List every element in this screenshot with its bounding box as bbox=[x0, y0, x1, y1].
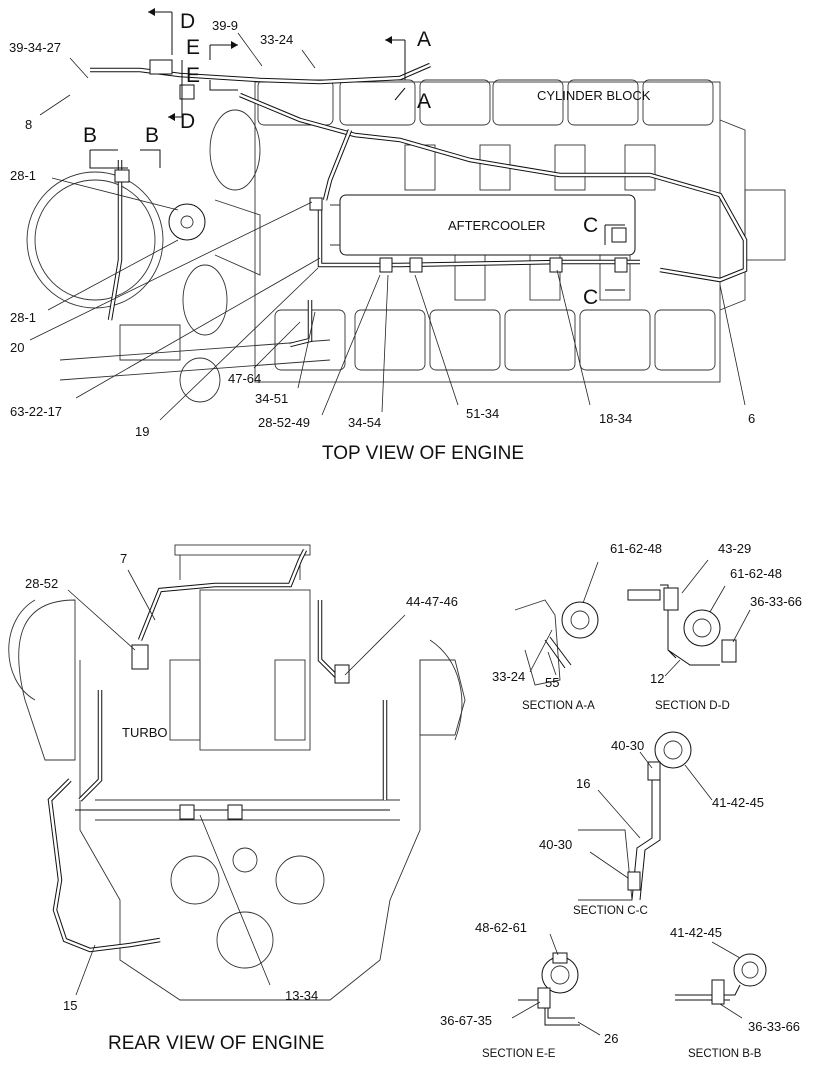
callout-6: 6 bbox=[748, 411, 755, 426]
top-view-title: TOP VIEW OF ENGINE bbox=[322, 443, 524, 464]
callout-8: 8 bbox=[25, 117, 32, 132]
cylinder-block-label: CYLINDER BLOCK bbox=[537, 88, 651, 103]
callout-41-42-45-section-c: 41-42-45 bbox=[712, 795, 764, 810]
callout-20: 20 bbox=[10, 340, 24, 355]
rear-view-leader-lines bbox=[67, 569, 406, 996]
mark-d-bottom: D bbox=[180, 110, 195, 133]
mark-c-top: C bbox=[583, 214, 598, 237]
callout-33-24-top: 33-24 bbox=[260, 32, 293, 47]
mark-a-top: A bbox=[417, 28, 431, 51]
callout-55-section-a: 55 bbox=[545, 675, 559, 690]
rear-view-title: REAR VIEW OF ENGINE bbox=[108, 1033, 324, 1054]
section-d-d-drawing bbox=[627, 559, 751, 677]
section-e-e-title: SECTION E-E bbox=[482, 1048, 556, 1060]
mark-c-bottom: C bbox=[583, 286, 598, 309]
mark-b-right: B bbox=[145, 124, 159, 147]
callout-12-section-d: 12 bbox=[650, 671, 664, 686]
section-d-d-title: SECTION D-D bbox=[655, 700, 730, 712]
top-view-leader-lines bbox=[29, 32, 746, 421]
turbo-label: TURBO bbox=[122, 725, 168, 740]
callout-34-51: 34-51 bbox=[255, 391, 288, 406]
callout-61-62-48-section-a: 61-62-48 bbox=[610, 541, 662, 556]
section-a-a-drawing bbox=[514, 561, 599, 686]
mark-a-bottom: A bbox=[417, 90, 431, 113]
mark-e-top: E bbox=[186, 36, 200, 59]
section-c-c-drawing bbox=[578, 731, 713, 901]
section-markers bbox=[89, 8, 625, 291]
callout-61-62-48-section-d: 61-62-48 bbox=[730, 566, 782, 581]
callout-28-1-lower: 28-1 bbox=[10, 310, 36, 325]
callout-63-22-17: 63-22-17 bbox=[10, 404, 62, 419]
section-e-e-drawing bbox=[511, 933, 601, 1036]
callout-28-52-49: 28-52-49 bbox=[258, 415, 310, 430]
callout-36-33-66-section-d: 36-33-66 bbox=[750, 594, 802, 609]
mark-d-top: D bbox=[180, 10, 195, 33]
callout-36-33-66-section-b: 36-33-66 bbox=[748, 1019, 800, 1034]
callout-36-67-35-section-e: 36-67-35 bbox=[440, 1013, 492, 1028]
callout-33-24-section-a: 33-24 bbox=[492, 669, 525, 684]
callout-13-34: 13-34 bbox=[285, 988, 318, 1003]
section-c-c-title: SECTION C-C bbox=[573, 905, 648, 917]
mark-b-left: B bbox=[83, 124, 97, 147]
callout-19: 19 bbox=[135, 424, 149, 439]
callout-40-30-section-c-lower: 40-30 bbox=[539, 837, 572, 852]
callout-51-34: 51-34 bbox=[466, 406, 499, 421]
callout-18-34: 18-34 bbox=[599, 411, 632, 426]
mark-e-bottom: E bbox=[186, 64, 200, 87]
callout-40-30-section-c-upper: 40-30 bbox=[611, 738, 644, 753]
callout-48-62-61-section-e: 48-62-61 bbox=[475, 920, 527, 935]
callout-28-52: 28-52 bbox=[25, 576, 58, 591]
section-a-a-title: SECTION A-A bbox=[522, 700, 595, 712]
section-b-b-title: SECTION B-B bbox=[688, 1048, 762, 1060]
callout-43-29-section-d: 43-29 bbox=[718, 541, 751, 556]
callout-26-section-e: 26 bbox=[604, 1031, 618, 1046]
callout-47-64: 47-64 bbox=[228, 371, 261, 386]
callout-28-1-upper: 28-1 bbox=[10, 168, 36, 183]
callout-7: 7 bbox=[120, 551, 127, 566]
callout-39-34-27: 39-34-27 bbox=[9, 40, 61, 55]
callout-34-54: 34-54 bbox=[348, 415, 381, 430]
callout-39-9: 39-9 bbox=[212, 18, 238, 33]
callout-41-42-45-section-b: 41-42-45 bbox=[670, 925, 722, 940]
callout-15: 15 bbox=[63, 998, 77, 1013]
top-view-engine-drawing bbox=[26, 59, 786, 403]
rear-view-engine-drawing bbox=[8, 544, 466, 1001]
aftercooler-label: AFTERCOOLER bbox=[448, 218, 546, 233]
callout-16-section-c: 16 bbox=[576, 776, 590, 791]
callout-44-47-46: 44-47-46 bbox=[406, 594, 458, 609]
section-b-b-drawing bbox=[675, 941, 767, 1019]
